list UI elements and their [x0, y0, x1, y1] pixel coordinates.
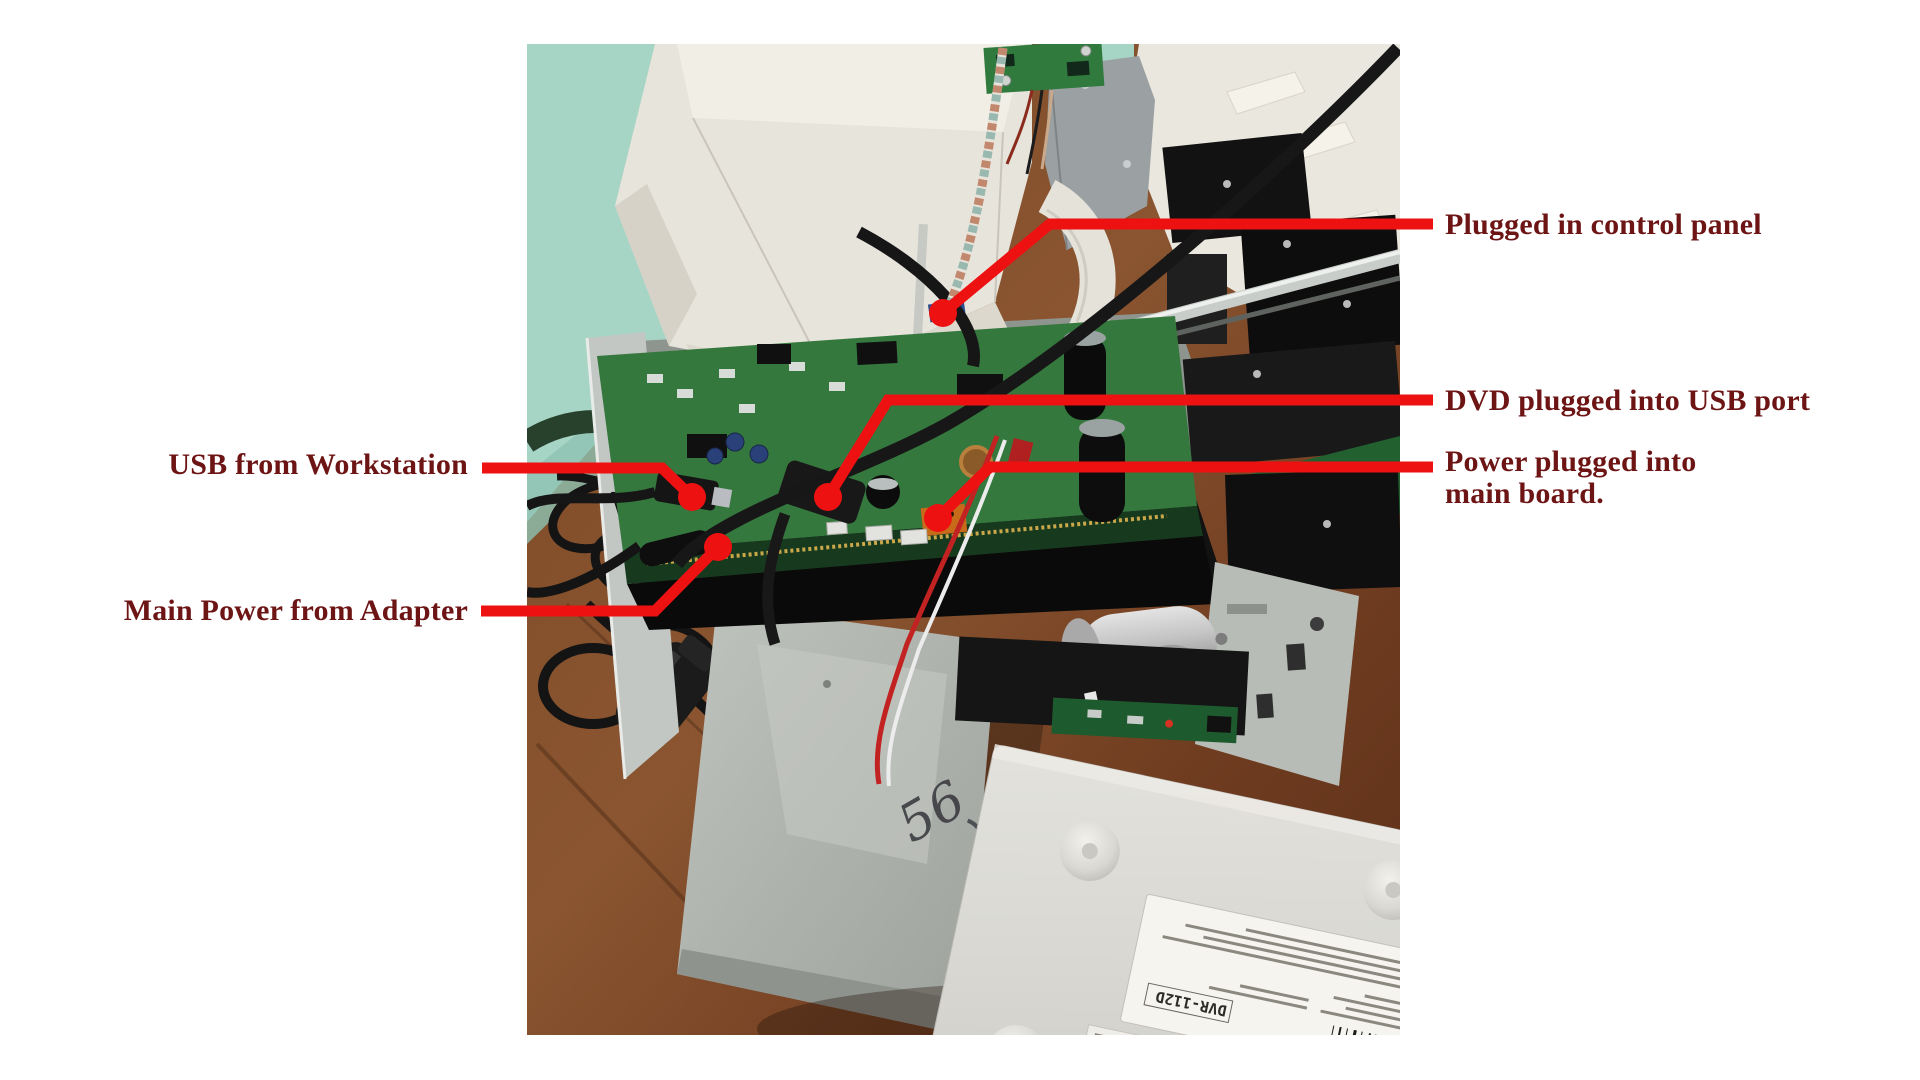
dvd-drive: DVR-112D CE — [909, 744, 1400, 1035]
callout-label-power-main-line1: Power plugged into — [1445, 445, 1697, 478]
callout-label-usb-from-workstation: USB from Workstation — [168, 448, 468, 481]
callout-label-main-power-from-adapter: Main Power from Adapter — [123, 594, 468, 627]
photo: 56 — [527, 44, 1400, 1035]
drive-feet — [985, 821, 1400, 1035]
callout-label-power-plugged-into-main-board: Power plugged into main board. — [1445, 446, 1696, 510]
drive-label: DVR-112D — [1120, 893, 1400, 1035]
callout-label-plugged-in-control-panel: Plugged in control panel — [1445, 208, 1762, 241]
panel-wires — [1005, 89, 1054, 175]
callout-label-dvd-plugged-into-usb-port: DVD plugged into USB port — [1445, 384, 1811, 417]
callout-label-power-main-line2: main board. — [1445, 477, 1604, 510]
main-board — [597, 299, 1217, 630]
drive-serial-strip — [1083, 1024, 1197, 1035]
drive-bay — [955, 636, 1249, 744]
